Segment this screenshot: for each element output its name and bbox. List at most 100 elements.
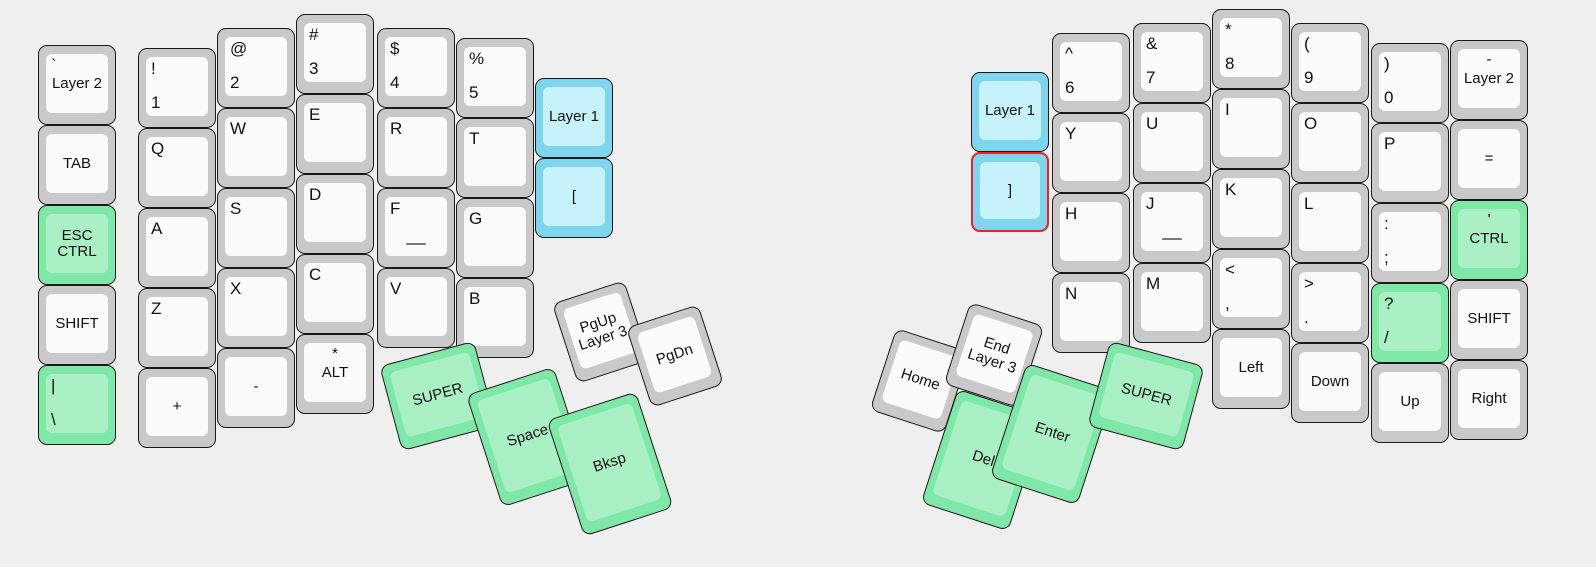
legend-center: Home [898,364,943,394]
keycap: Enter [1001,373,1104,492]
legend-bottom-left: 6 [1065,78,1075,98]
key-thumb-pgdn[interactable]: PgDn [625,304,725,408]
key-col-pinky-outer-0[interactable]: -Layer 2 [1450,40,1528,120]
key-col-index-1[interactable]: U [1133,103,1211,183]
key-col-pinky-outer-0[interactable]: `Layer 2 [38,45,116,125]
key-col-middle-1[interactable]: I [1212,89,1290,169]
keycap: N [1060,282,1122,341]
key-col-middle-3[interactable]: <, [1212,249,1290,329]
key-col-pinky-2[interactable]: :; [1371,203,1449,283]
key-col-index-2[interactable]: F [377,188,455,268]
keycap: H [1060,202,1122,261]
key-col-index-inner-2[interactable]: G [456,198,534,278]
key-col-index-inner-0[interactable]: %5 [456,38,534,118]
key-col-pinky-outer-4[interactable]: Right [1450,360,1528,440]
keycap: -Layer 2 [1458,49,1520,108]
keycap: >. [1299,272,1361,331]
legend-top-left: P [1384,134,1396,153]
key-col-index-3[interactable]: M [1133,263,1211,343]
legend-bottom-left: 8 [1225,54,1235,74]
key-col-thumb-reach-0[interactable]: Layer 1 [535,78,613,158]
key-col-ring-0[interactable]: @2 [217,28,295,108]
legend-top-left: < [1225,260,1235,279]
keycap: ] [980,162,1040,219]
key-col-pinky-3[interactable]: ?/ [1371,283,1449,363]
key-col-index-inner-0[interactable]: ^6 [1052,33,1130,113]
legend-bottom-left: 2 [230,73,240,93]
legend-center: TAB [62,154,92,172]
legend-top-left: % [469,49,485,68]
key-col-middle-4[interactable]: *ALT [296,334,374,414]
key-col-thumb-reach-1[interactable]: ] [971,152,1049,232]
key-col-ring-3[interactable]: >. [1291,263,1369,343]
key-col-middle-1[interactable]: E [296,94,374,174]
key-col-pinky-outer-4[interactable]: |\ [38,365,116,445]
legend-top-left: ? [1384,294,1394,313]
key-col-index-2[interactable]: J [1133,183,1211,263]
key-col-pinky-0[interactable]: )0 [1371,43,1449,123]
key-col-pinky-outer-1[interactable]: = [1450,120,1528,200]
key-col-index-1[interactable]: R [377,108,455,188]
keycap: ?/ [1379,292,1441,351]
key-col-index-0[interactable]: $4 [377,28,455,108]
key-col-middle-0[interactable]: #3 [296,14,374,94]
keycap: SHIFT [46,294,108,353]
key-col-ring-4[interactable]: - [217,348,295,428]
legend-top-left: O [1304,114,1318,133]
legend-bottom-left: 5 [469,83,479,103]
keycap: [ [543,167,605,226]
key-col-index-inner-1[interactable]: T [456,118,534,198]
key-col-middle-3[interactable]: C [296,254,374,334]
key-col-ring-2[interactable]: S [217,188,295,268]
key-col-index-3[interactable]: V [377,268,455,348]
key-col-pinky-3[interactable]: Z [138,288,216,368]
key-col-pinky-4[interactable]: Up [1371,363,1449,443]
key-col-thumb-reach-0[interactable]: Layer 1 [971,72,1049,152]
key-col-pinky-outer-2[interactable]: 'CTRL [1450,200,1528,280]
key-col-ring-4[interactable]: Down [1291,343,1369,423]
keycap: %5 [464,47,526,106]
legend-bottom-left: 7 [1146,68,1156,88]
key-col-pinky-1[interactable]: P [1371,123,1449,203]
legend-bottom-left: 3 [309,59,319,79]
key-col-index-inner-2[interactable]: H [1052,193,1130,273]
key-col-ring-3[interactable]: X [217,268,295,348]
key-col-ring-0[interactable]: (9 [1291,23,1369,103]
key-col-pinky-0[interactable]: !1 [138,48,216,128]
legend-top-left: ( [1304,34,1310,53]
key-col-index-inner-3[interactable]: N [1052,273,1130,353]
legend-top-left: : [1384,214,1389,233]
key-col-ring-2[interactable]: L [1291,183,1369,263]
legend-center: Layer 2 [51,74,103,92]
keycap: W [225,117,287,176]
key-col-ring-1[interactable]: O [1291,103,1369,183]
keycap: 'CTRL [1458,209,1520,268]
key-col-middle-2[interactable]: D [296,174,374,254]
legend-top-left: ^ [1065,44,1073,63]
key-col-pinky-outer-1[interactable]: TAB [38,125,116,205]
key-col-middle-4[interactable]: Left [1212,329,1290,409]
key-thumb-bksp[interactable]: Bksp [546,391,674,537]
keycap: SUPER [1098,351,1195,438]
key-col-thumb-reach-1[interactable]: [ [535,158,613,238]
key-col-index-0[interactable]: &7 [1133,23,1211,103]
legend-top-left: L [1304,194,1314,213]
legend-top-left: D [309,185,322,204]
keycap: Layer 1 [543,87,605,146]
legend-center: SHIFT [55,314,99,332]
key-col-index-inner-1[interactable]: Y [1052,113,1130,193]
legend-bottom-left: / [1384,328,1389,348]
keycap: (9 [1299,32,1361,91]
key-col-pinky-2[interactable]: A [138,208,216,288]
key-col-ring-1[interactable]: W [217,108,295,188]
key-col-pinky-outer-3[interactable]: SHIFT [38,285,116,365]
legend-center: Left [1238,358,1264,376]
key-col-middle-0[interactable]: *8 [1212,9,1290,89]
key-col-pinky-4[interactable]: + [138,368,216,448]
key-col-middle-2[interactable]: K [1212,169,1290,249]
key-col-pinky-outer-3[interactable]: SHIFT [1450,280,1528,360]
key-thumb-super-right[interactable]: SUPER [1087,340,1205,452]
keycap: E [304,103,366,162]
key-col-pinky-1[interactable]: Q [138,128,216,208]
